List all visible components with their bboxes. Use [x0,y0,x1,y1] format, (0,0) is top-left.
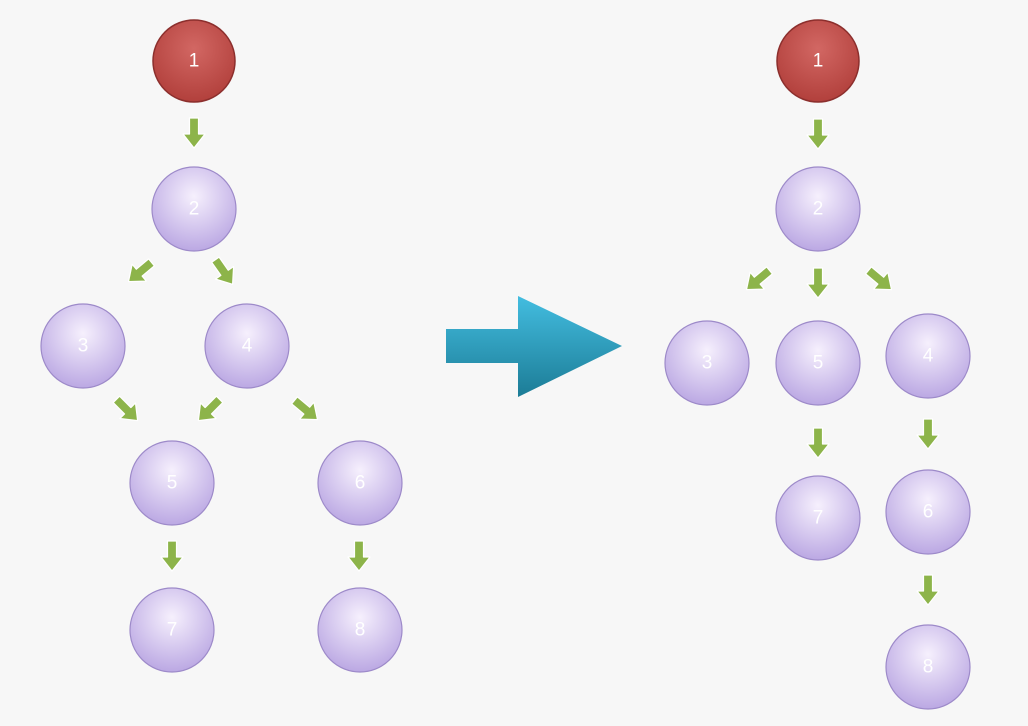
left-node-8: 8 [317,587,403,673]
left-edge-1-2-arrow-icon [182,117,206,149]
right-node-6-label: 6 [923,502,934,523]
left-node-5: 5 [129,440,215,526]
right-node-6: 6 [885,469,971,555]
left-edge-6-8-arrow-icon [347,540,371,572]
right-node-3-label: 3 [702,353,713,374]
left-node-7: 7 [129,587,215,673]
left-node-4-label: 4 [242,336,253,357]
left-node-7-label: 7 [167,620,178,641]
right-node-1-label: 1 [813,51,824,72]
right-edge-4-6-arrow-icon [916,418,940,450]
right-edge-2-5-arrow-icon [806,267,830,299]
left-node-5-label: 5 [167,473,178,494]
right-node-5-label: 5 [813,353,824,374]
left-node-6: 6 [317,440,403,526]
right-node-2: 2 [775,166,861,252]
transform-right-arrow-icon [446,296,622,397]
right-edge-2-3-arrow-icon [738,261,778,299]
right-node-3: 3 [664,320,750,406]
right-node-2-label: 2 [813,199,824,220]
right-edge-1-2-arrow-icon [806,118,830,150]
right-node-5: 5 [775,320,861,406]
left-edge-4-6-arrow-icon [286,391,326,429]
left-node-6-label: 6 [355,473,366,494]
left-node-1: 1 [152,19,236,103]
right-node-8-label: 8 [923,657,934,678]
right-edge-2-4-arrow-icon [860,261,900,299]
left-edge-5-7-arrow-icon [160,540,184,572]
right-node-1: 1 [776,19,860,103]
left-node-2: 2 [151,166,237,252]
left-edge-4-5-arrow-icon [190,391,228,429]
right-edge-6-8-arrow-icon [916,574,940,606]
left-edge-2-3-arrow-icon [120,253,160,291]
left-edge-3-5-arrow-icon [108,391,146,429]
right-tree-nodes: 1 2 3 5 4 7 6 [664,19,971,710]
left-node-3: 3 [40,303,126,389]
right-node-4: 4 [885,313,971,399]
left-edge-2-4-arrow-icon [205,252,243,292]
left-node-4: 4 [204,303,290,389]
right-node-7-label: 7 [813,508,824,529]
left-node-8-label: 8 [355,620,366,641]
left-node-1-label: 1 [189,51,200,72]
right-node-4-label: 4 [923,346,934,367]
right-node-8: 8 [885,624,971,710]
left-tree-nodes: 1 2 3 4 5 6 7 [40,19,403,673]
right-edge-5-7-arrow-icon [806,427,830,459]
right-node-7: 7 [775,475,861,561]
left-node-2-label: 2 [189,199,200,220]
left-node-3-label: 3 [78,336,89,357]
